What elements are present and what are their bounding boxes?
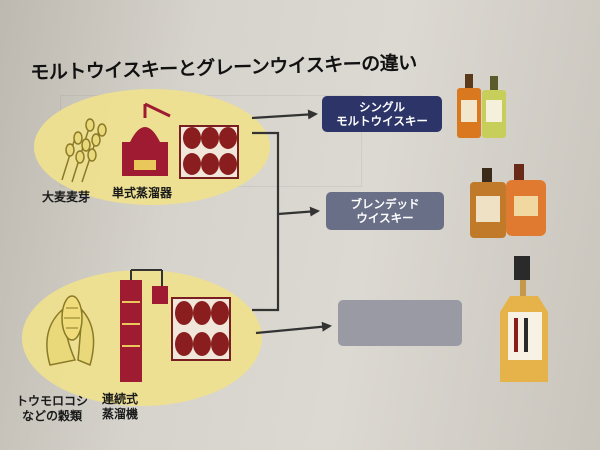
column-still-label-line2: 蒸溜機 [102, 407, 139, 421]
barley-icon [61, 118, 107, 183]
arrow-to-single-malt [251, 109, 318, 120]
single-malt-box: シングル モルトウイスキー [322, 96, 442, 132]
blended-line2: ウイスキー [356, 211, 414, 225]
grain-whisky-box [338, 300, 462, 346]
corn-grains-label: トウモロコシ などの穀類 [16, 394, 88, 424]
column-still-icon [120, 269, 168, 382]
corn-label-line1: トウモロコシ [16, 394, 89, 408]
corn-icon [46, 295, 95, 367]
top-barrel-rack-icon [179, 125, 239, 179]
pot-still-icon [122, 102, 171, 176]
arrow-to-blended [277, 206, 320, 217]
single-malt-line1: シングル [359, 100, 405, 114]
single-malt-line2: モルトウイスキー [336, 114, 428, 128]
blended-box: ブレンデッド ウイスキー [326, 192, 444, 230]
column-still-label: 連続式 蒸溜機 [102, 392, 138, 422]
blended-line1: ブレンデッド [350, 197, 420, 211]
pot-still-label: 単式蒸溜器 [112, 186, 173, 200]
malted-barley-label: 大麦麦芽 [42, 190, 91, 204]
column-still-label-line1: 連続式 [102, 392, 139, 406]
bottom-barrel-rack-icon [171, 297, 231, 361]
arrow-to-grain [255, 321, 332, 335]
blended-bottles-image [470, 164, 546, 238]
bracket-line [252, 131, 280, 312]
corn-label-line2: などの穀類 [22, 409, 83, 423]
single-malt-bottles-image [457, 74, 506, 138]
grain-whisky-bottle-image [500, 256, 548, 382]
